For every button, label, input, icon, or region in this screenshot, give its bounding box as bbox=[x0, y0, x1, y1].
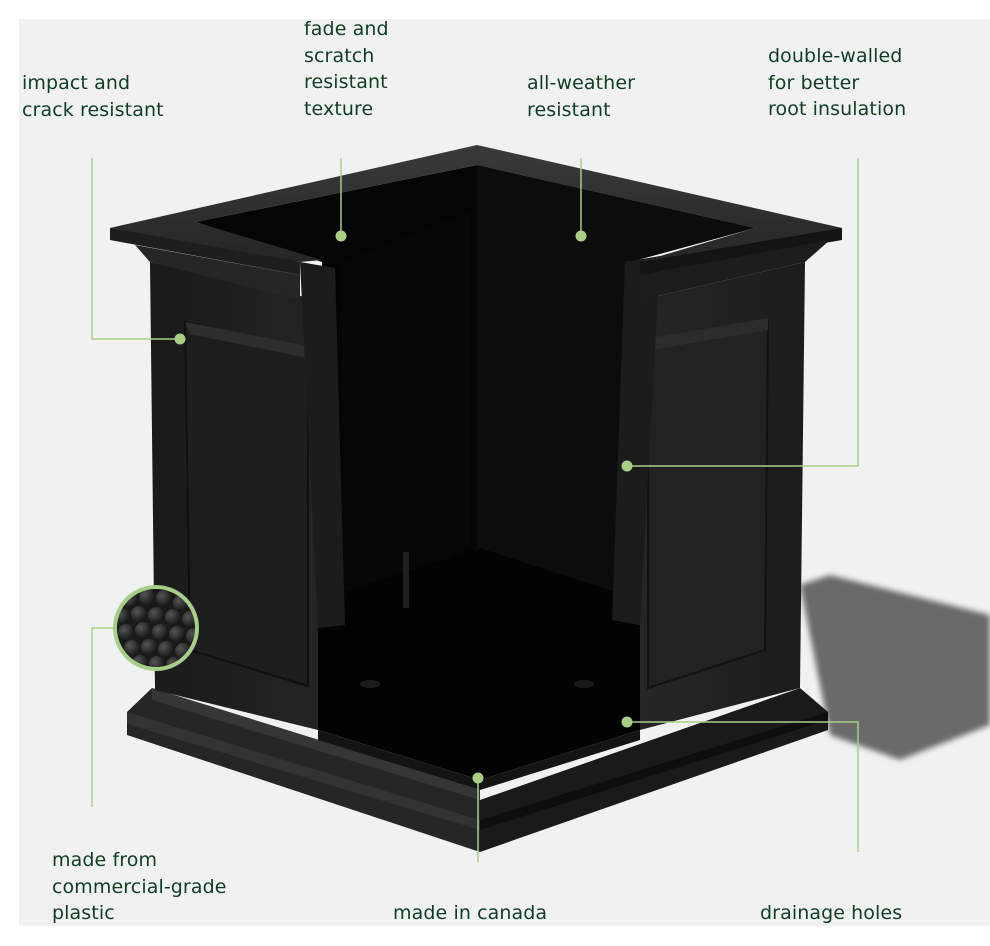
planter-rim bbox=[110, 145, 842, 300]
dot-double-walled bbox=[621, 460, 633, 472]
leader-plastic bbox=[91, 627, 114, 807]
callout-made-in-canada: made in canada bbox=[393, 902, 548, 924]
leader-lines bbox=[91, 158, 859, 862]
dot-impact bbox=[174, 333, 186, 345]
leader-impact bbox=[91, 158, 180, 340]
planter-right-wall bbox=[640, 262, 805, 730]
callout-all-weather: all-weather resistant bbox=[527, 72, 636, 121]
dot-canada bbox=[472, 772, 484, 784]
planter-shadow bbox=[800, 575, 990, 760]
leader-double-walled bbox=[627, 158, 859, 467]
callout-commercial-plastic: made from commercial-grade plastic bbox=[52, 849, 227, 924]
dot-fade bbox=[335, 230, 347, 242]
callout-double-walled: double-walled for better root insulation bbox=[768, 45, 907, 120]
dot-drainage bbox=[621, 716, 633, 728]
dot-weather bbox=[575, 230, 587, 242]
leader-drainage bbox=[627, 721, 859, 852]
callout-drainage-holes: drainage holes bbox=[760, 902, 903, 924]
planter-base bbox=[127, 688, 828, 852]
leader-dots bbox=[174, 230, 633, 784]
callout-impact-resistant: impact and crack resistant bbox=[22, 72, 164, 121]
plastic-pellet-inset bbox=[113, 585, 199, 671]
callout-fade-scratch-resistant: fade and scratch resistant texture bbox=[304, 18, 389, 120]
planter-interior bbox=[195, 165, 755, 790]
